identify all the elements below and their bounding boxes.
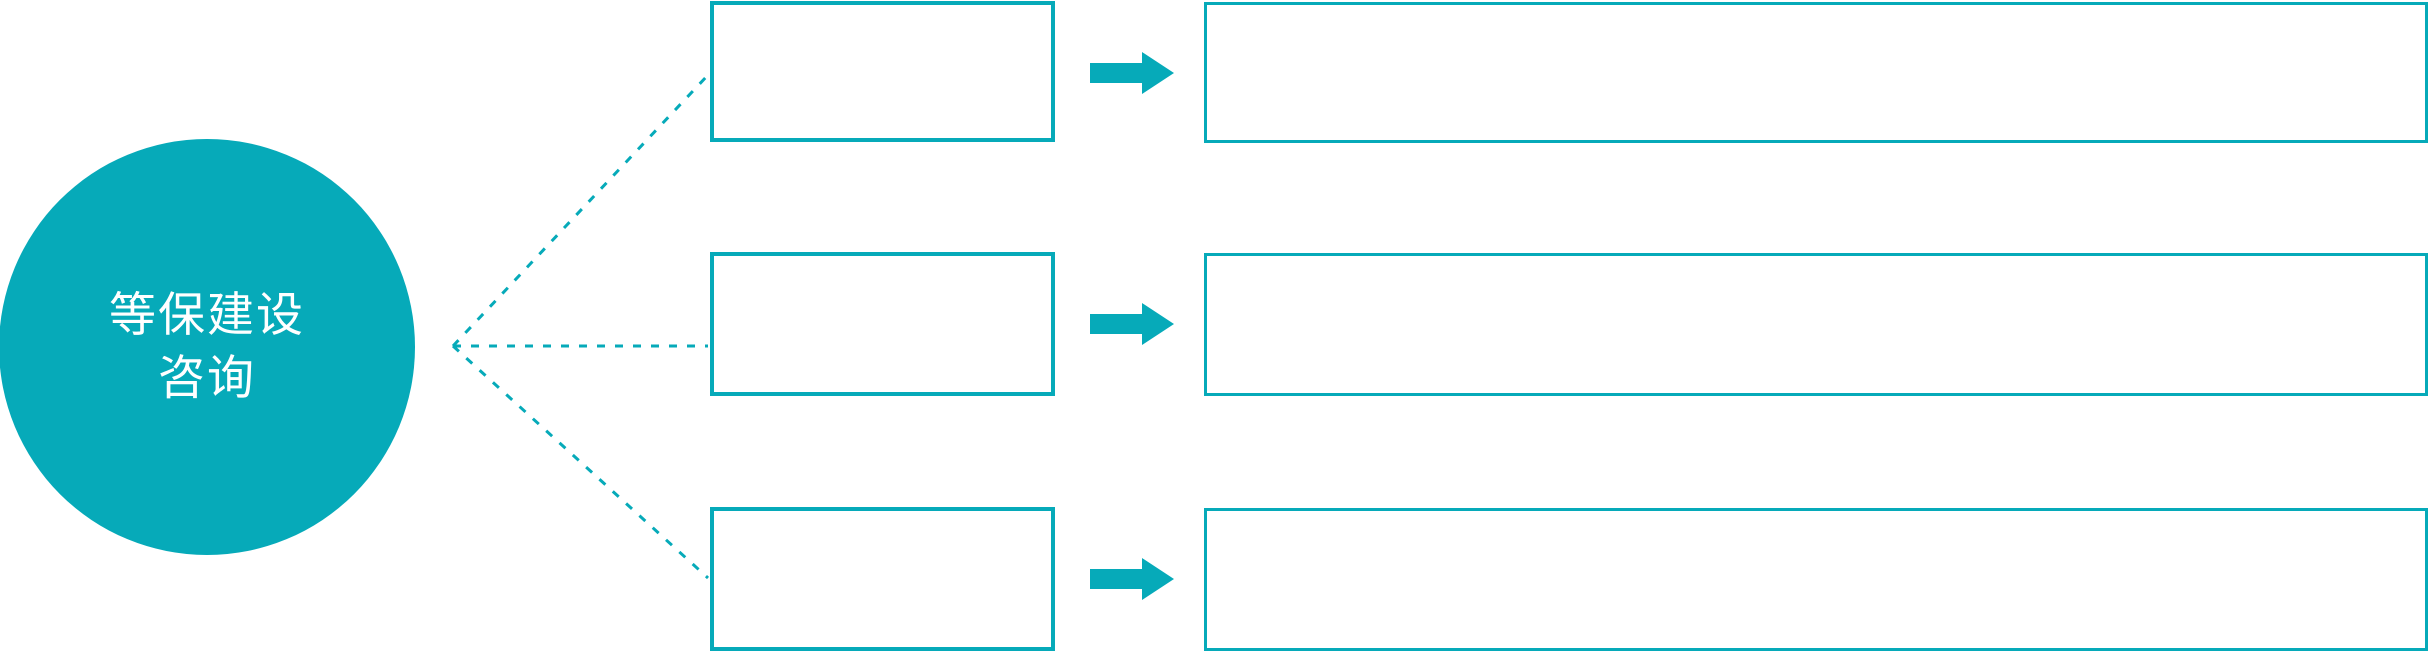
connector-line-row-3 — [451, 344, 710, 580]
stage-box-row-1[interactable] — [710, 1, 1055, 142]
stage-box-row-3[interactable] — [710, 507, 1055, 651]
hub-circle: 等保建设 咨询 — [0, 139, 415, 555]
right-block-arrow-icon-row-1 — [1090, 52, 1174, 94]
detail-box-row-2[interactable] — [1204, 253, 2428, 396]
right-block-arrow-icon-row-3 — [1090, 558, 1174, 600]
detail-box-row-1[interactable] — [1204, 2, 2428, 143]
hub-label-line-1: 等保建设 — [109, 288, 305, 342]
hub-label-line-2: 咨询 — [158, 351, 256, 404]
detail-box-row-3[interactable] — [1204, 508, 2428, 651]
stage-box-row-2[interactable] — [710, 252, 1055, 396]
right-block-arrow-icon-row-2 — [1090, 303, 1174, 345]
connector-line-row-1 — [451, 73, 710, 348]
